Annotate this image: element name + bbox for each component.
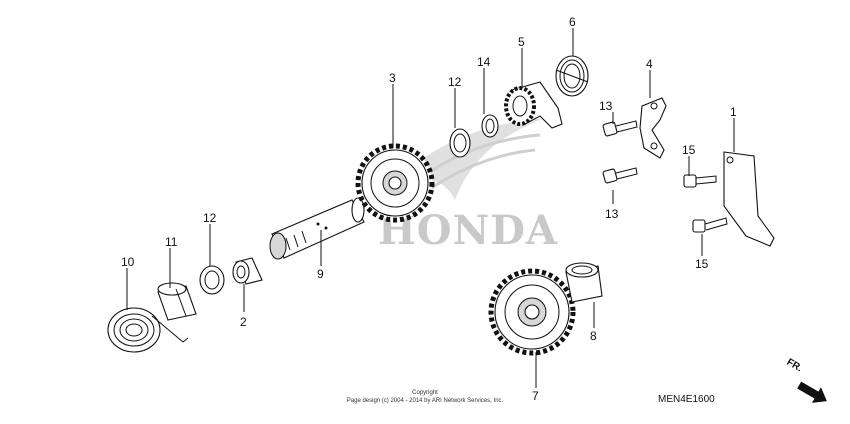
part-14-circlip[interactable] — [481, 114, 499, 138]
part-7-gear[interactable] — [488, 268, 576, 356]
callout-10[interactable]: 10 — [121, 255, 135, 269]
part-6-spring[interactable] — [555, 55, 589, 97]
callout-13-lower[interactable]: 13 — [605, 207, 619, 221]
part-4-plate[interactable] — [639, 97, 667, 159]
honda-watermark: HONDA — [372, 118, 557, 254]
copyright-line-2: Page design (c) 2004 - 2014 by ARI Netwo… — [347, 398, 504, 404]
part-5-ratchet[interactable] — [504, 81, 563, 129]
callout-1[interactable]: 1 — [730, 105, 737, 119]
callout-14[interactable]: 14 — [477, 55, 491, 69]
callout-8[interactable]: 8 — [590, 329, 597, 343]
part-12-washer-upper[interactable] — [449, 128, 471, 158]
callout-numbers: 10 11 12 2 9 3 12 14 5 6 4 1 13 13 15 15… — [121, 15, 737, 403]
front-indicator-label: FR. — [785, 357, 805, 375]
callout-4[interactable]: 4 — [646, 57, 653, 71]
part-10-spring[interactable] — [107, 307, 189, 353]
part-15-bolt-upper[interactable] — [683, 174, 717, 188]
callout-13-upper[interactable]: 13 — [599, 99, 613, 113]
callout-2[interactable]: 2 — [240, 315, 247, 329]
callout-3[interactable]: 3 — [389, 71, 396, 85]
copyright-line-1: Copyright — [412, 390, 438, 396]
part-13-bolt-lower[interactable] — [602, 167, 638, 184]
callout-12-upper[interactable]: 12 — [448, 75, 462, 89]
part-9-spindle[interactable] — [269, 197, 365, 260]
callout-7[interactable]: 7 — [532, 389, 539, 403]
callout-15-lower[interactable]: 15 — [695, 257, 709, 271]
callout-12-left[interactable]: 12 — [203, 211, 217, 225]
callout-15-upper[interactable]: 15 — [682, 143, 696, 157]
part-15-bolt-lower[interactable] — [692, 217, 728, 233]
part-12-washer-left[interactable] — [199, 265, 225, 295]
front-arrow-icon: FR. — [785, 357, 827, 403]
diagram-code: MEN4E1600 — [658, 394, 715, 405]
callout-5[interactable]: 5 — [518, 35, 525, 49]
leader-lines — [126, 28, 735, 388]
part-13-bolt-upper[interactable] — [602, 120, 638, 137]
part-8-bushing[interactable] — [565, 262, 603, 303]
part-11-collar[interactable] — [157, 282, 197, 321]
part-2-bushing[interactable] — [232, 257, 263, 285]
part-3-gear[interactable] — [355, 143, 435, 223]
part-1-cover[interactable] — [723, 151, 775, 247]
callout-11[interactable]: 11 — [165, 235, 178, 249]
callout-6[interactable]: 6 — [569, 15, 576, 29]
callout-9[interactable]: 9 — [317, 267, 324, 281]
